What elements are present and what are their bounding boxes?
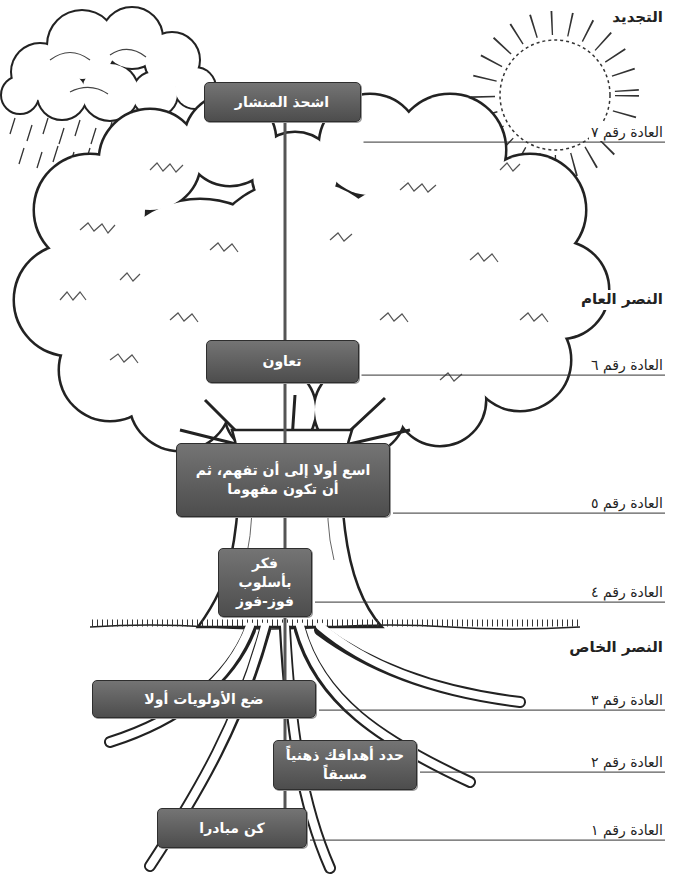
pole-connector	[284, 718, 287, 740]
habit-text: تعاون	[262, 352, 301, 371]
habit-number-label: العادة رقم ٢	[589, 753, 665, 771]
pole-connector	[284, 383, 287, 443]
habit-box: حدد أهدافك ذهنياً مسبقاً	[273, 740, 417, 790]
grass	[92, 620, 580, 627]
habit-box: تعاون	[206, 340, 359, 383]
habit-box: اشحذ المنشار	[204, 82, 361, 122]
habit-text: حدد أهدافك ذهنياً مسبقاً	[282, 746, 408, 784]
habit-text: ضع الأولويات أولا	[144, 690, 263, 709]
cloud-outline	[2, 8, 215, 120]
pole-connector	[284, 617, 287, 680]
foliage-scribble	[400, 183, 436, 192]
foliage-scribble	[110, 354, 138, 363]
pole-connector	[284, 790, 287, 808]
section-heading: النصر الخاص	[567, 638, 665, 658]
habit-text: فكر بأسلوب فوز-فوز	[227, 554, 303, 611]
habit-box: ضع الأولويات أولا	[92, 680, 316, 718]
leader-line	[393, 513, 665, 514]
habit-number-label: العادة رقم ٣	[589, 691, 665, 709]
foliage-scribble	[170, 313, 198, 322]
section-heading: النصر العام	[579, 290, 665, 310]
foliage-scribble	[80, 223, 115, 233]
cloud-fill	[2, 8, 215, 120]
leader-line	[319, 710, 665, 711]
foliage-scribble	[380, 313, 408, 322]
pole-connector	[284, 517, 287, 548]
foliage-scribble	[60, 292, 86, 300]
habit-number-label: العادة رقم ٧	[589, 123, 665, 141]
habit-text: كن مبادرا	[199, 819, 264, 838]
foliage-scribble	[330, 233, 352, 241]
leader-line	[310, 840, 665, 841]
ground-line	[90, 625, 580, 629]
habit-box: كن مبادرا	[157, 808, 307, 848]
habit-box: اسع أولا إلى أن تفهم، ثم أن تكون مفهوما	[176, 443, 390, 517]
foliage-scribble	[440, 373, 462, 381]
habit-box: فكر بأسلوب فوز-فوز	[218, 548, 312, 617]
foliage-scribble	[470, 253, 498, 262]
canopy-outline	[15, 95, 608, 455]
habit-number-label: العادة رقم ٤	[589, 583, 665, 601]
habit-number-label: العادة رقم ٥	[589, 494, 665, 512]
root	[320, 630, 520, 702]
roots	[110, 626, 520, 868]
foliage-scribble	[210, 243, 238, 252]
leader-line	[364, 142, 666, 143]
leader-line	[315, 602, 665, 603]
foliage-scribble	[150, 163, 183, 172]
habit-number-label: العادة رقم ١	[589, 821, 665, 839]
foliage-scribble	[500, 163, 520, 171]
canopy-fill	[15, 95, 608, 455]
pole-connector	[284, 122, 287, 340]
cloud-detail	[50, 49, 146, 94]
root	[320, 626, 520, 702]
section-heading: التجديد	[610, 8, 665, 28]
habit-text: اسع أولا إلى أن تفهم، ثم أن تكون مفهوما	[185, 461, 381, 499]
foliage-scribble	[120, 273, 140, 281]
leader-line	[362, 375, 666, 376]
foliage-scribble	[520, 313, 548, 322]
leader-line	[420, 772, 665, 773]
habit-text: اشحذ المنشار	[235, 93, 329, 112]
root-fills	[110, 626, 520, 868]
habit-number-label: العادة رقم ٦	[589, 356, 665, 374]
